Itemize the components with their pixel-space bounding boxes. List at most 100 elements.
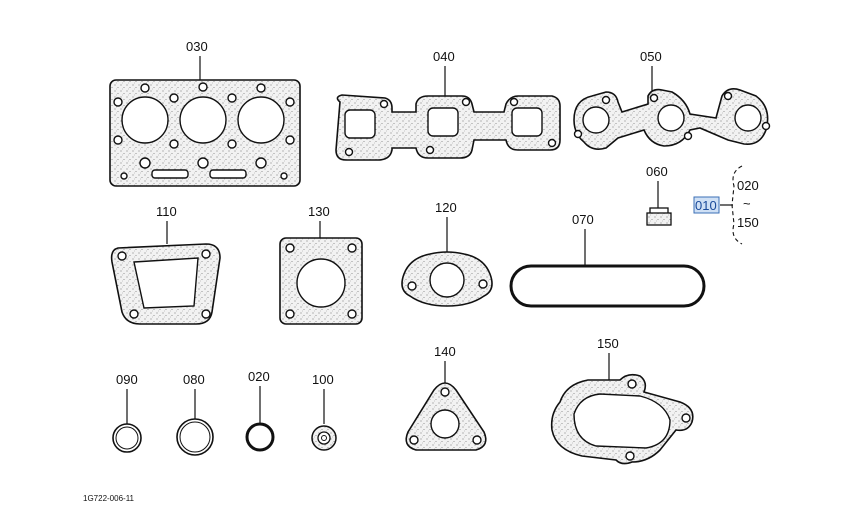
part-060-seal[interactable]: 060	[646, 164, 672, 226]
range-start: 020	[737, 178, 759, 193]
bolt-hole	[425, 145, 435, 155]
bolt-hole	[198, 82, 208, 92]
bolt-hole	[573, 129, 583, 139]
part-label-050: 050	[640, 49, 662, 64]
part-120-gasket[interactable]: 120	[401, 200, 493, 307]
part-label-130: 130	[308, 204, 330, 219]
bolt-hole	[625, 451, 635, 461]
bolt-hole	[140, 83, 150, 93]
range-end: 150	[737, 215, 759, 230]
port-hole	[427, 107, 459, 137]
bolt-hole	[113, 135, 123, 145]
part-080-ring[interactable]: 080	[176, 372, 214, 456]
ring-inner	[179, 421, 211, 453]
bolt-hole	[478, 279, 488, 289]
water-slot	[151, 169, 189, 179]
part-label-110: 110	[156, 204, 177, 219]
part-label-020: 020	[248, 369, 270, 384]
cylinder-bore	[237, 96, 285, 144]
port-hole	[511, 107, 543, 137]
gasket-opening	[430, 409, 460, 439]
bolt-hole	[344, 147, 354, 157]
bolt-hole	[601, 95, 611, 105]
ring-outer	[112, 423, 142, 453]
kit-label-010: 010	[695, 198, 717, 213]
bolt-hole	[169, 93, 179, 103]
bolt-hole	[120, 172, 128, 180]
figure-code: 1G722-006-11	[83, 494, 135, 503]
gasket-opening	[429, 262, 465, 298]
bolt-hole	[227, 139, 237, 149]
bolt-hole	[440, 387, 450, 397]
bolt-hole	[169, 139, 179, 149]
range-tilde: ~	[743, 196, 751, 211]
seal-ring	[509, 264, 706, 308]
part-150-gasket[interactable]: 150	[550, 336, 694, 465]
bolt-hole	[409, 435, 419, 445]
gasket-opening	[573, 393, 671, 449]
bolt-hole	[285, 135, 295, 145]
part-label-120: 120	[435, 200, 457, 215]
part-label-030: 030	[186, 39, 208, 54]
bolt-hole	[285, 97, 295, 107]
bolt-hole	[683, 131, 693, 141]
bolt-hole	[649, 93, 659, 103]
part-130-gasket[interactable]: 130	[279, 204, 363, 325]
range-bracket	[731, 165, 743, 245]
bolt-hole	[407, 281, 417, 291]
port-hole	[344, 109, 376, 139]
ring-outer	[176, 418, 214, 456]
port-hole	[734, 104, 762, 132]
bolt-hole	[681, 413, 691, 423]
part-020-oring[interactable]: 020	[245, 369, 275, 452]
part-110-gasket[interactable]: 110	[110, 204, 221, 325]
part-050-exhaust-manifold-gasket[interactable]: 050	[573, 49, 771, 150]
part-140-gasket[interactable]: 140	[405, 344, 487, 451]
bolt-hole	[285, 243, 295, 253]
kit-010-group[interactable]: 010 020 ~ 150	[693, 165, 759, 245]
part-label-080: 080	[183, 372, 205, 387]
bolt-hole	[201, 249, 211, 259]
part-label-040: 040	[433, 49, 455, 64]
bolt-hole	[117, 251, 127, 261]
bolt-hole	[256, 83, 266, 93]
bolt-hole	[255, 157, 267, 169]
bolt-hole	[761, 121, 771, 131]
bolt-hole	[379, 99, 389, 109]
part-090-ring[interactable]: 090	[112, 372, 142, 453]
part-030-head-gasket[interactable]: 030	[109, 39, 301, 187]
gasket-opening	[133, 257, 199, 309]
bolt-hole	[347, 309, 357, 319]
part-100-grommet[interactable]: 100	[311, 372, 337, 451]
bolt-hole	[280, 172, 288, 180]
water-slot	[209, 169, 247, 179]
bolt-hole	[547, 138, 557, 148]
part-label-070: 070	[572, 212, 594, 227]
seal-body	[646, 212, 672, 226]
bolt-hole	[129, 309, 139, 319]
ring-inner	[115, 426, 139, 450]
bolt-hole	[139, 157, 151, 169]
kit-010-highlight	[693, 196, 720, 214]
part-label-090: 090	[116, 372, 138, 387]
gasket-opening	[296, 258, 346, 308]
bolt-hole	[201, 309, 211, 319]
bolt-hole	[472, 435, 482, 445]
part-label-140: 140	[434, 344, 456, 359]
port-hole	[657, 104, 685, 132]
part-070-oring-seal[interactable]: 070	[509, 212, 706, 308]
cylinder-bore	[121, 96, 169, 144]
part-label-150: 150	[597, 336, 619, 351]
bolt-hole	[509, 97, 519, 107]
oring	[245, 422, 275, 452]
bolt-hole	[285, 309, 295, 319]
bolt-hole	[197, 157, 209, 169]
part-label-060: 060	[646, 164, 668, 179]
bolt-hole	[347, 243, 357, 253]
port-hole	[582, 106, 610, 134]
bolt-hole	[627, 379, 637, 389]
part-040-intake-manifold-gasket[interactable]: 040	[335, 49, 561, 161]
bolt-hole	[461, 97, 471, 107]
bolt-hole	[723, 91, 733, 101]
